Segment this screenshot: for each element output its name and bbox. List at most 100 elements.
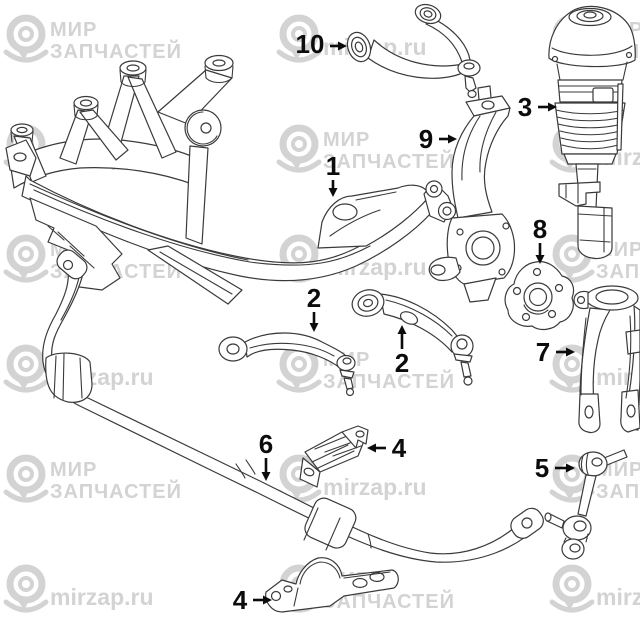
watermark-site-url: mirzap.ru	[323, 474, 427, 500]
callout-number: 2	[307, 283, 321, 313]
brand-logo-icon	[3, 49, 49, 63]
brand-logo-icon	[291, 246, 307, 262]
callout-number: 9	[419, 124, 433, 154]
callout-6: 6	[259, 429, 273, 481]
part-subframe	[5, 54, 457, 305]
brand-logo-icon	[16, 268, 30, 280]
brand-logo-icon	[16, 488, 30, 500]
part-stabilizer-link	[544, 449, 628, 560]
brand-logo-icon	[279, 124, 319, 164]
part-lower-control-arm	[351, 289, 474, 386]
callout-arrowhead-icon	[309, 323, 319, 332]
brand-logo-icon	[564, 356, 580, 372]
brand-logo-icon	[276, 49, 322, 63]
brand-logo-icon	[562, 268, 576, 280]
brand-logo-icon	[549, 599, 595, 613]
callout-layer: 1 2 2 3 4 4 5 6 7 8 9 10	[233, 29, 575, 615]
callout-number: 6	[259, 429, 273, 459]
watermark-url: mirzap.ru	[3, 564, 154, 613]
brand-logo-icon	[16, 378, 30, 390]
brand-logo-icon	[276, 159, 322, 173]
brand-logo-icon	[291, 26, 307, 42]
part-upper-control-arm	[346, 3, 481, 99]
part-hub	[504, 261, 575, 331]
brand-logo-icon	[291, 136, 307, 152]
part-knuckle	[428, 85, 516, 303]
callout-10: 10	[296, 29, 347, 59]
callout-arrowhead-icon	[338, 41, 347, 51]
brand-logo-icon	[3, 269, 49, 283]
watermark-site-url: mirzap.ru	[596, 584, 640, 610]
part-tension-strut	[218, 332, 356, 397]
watermark-brand-line2: ЗАПЧАСТЕЙ	[50, 39, 182, 63]
callout-number: 5	[535, 453, 549, 483]
callout-arrowhead-icon	[263, 595, 272, 605]
watermark-brand-line2: ЗАПЧАСТЕЙ	[596, 259, 640, 283]
brand-logo-icon	[6, 454, 46, 494]
brand-logo-icon	[562, 378, 576, 390]
part-clamp-bracket-lower	[265, 557, 399, 613]
brand-logo-icon	[3, 489, 49, 503]
part-strut-fork	[573, 285, 640, 434]
watermark-brand-line2: ЗАПЧАСТЕЙ	[323, 149, 455, 173]
callout-arrowhead-icon	[261, 472, 271, 481]
brand-logo-icon	[16, 598, 30, 610]
brand-logo-icon	[562, 598, 576, 610]
brand-logo-icon	[564, 246, 580, 262]
callout-arrowhead-icon	[448, 134, 457, 144]
callout-number: 1	[326, 151, 340, 181]
brand-logo-icon	[289, 48, 303, 60]
brand-logo-icon	[3, 599, 49, 613]
callout-arrowhead-icon	[367, 443, 376, 453]
callout-number: 3	[518, 92, 532, 122]
callout-number: 10	[296, 29, 325, 59]
watermark-url: mirzap.ru	[549, 564, 640, 613]
watermark-site-url: mirzap.ru	[50, 584, 154, 610]
part-stabilizer-bar	[42, 249, 544, 563]
brand-logo-icon	[289, 158, 303, 170]
watermark-brand-line2: ЗАПЧАСТЕЙ	[596, 479, 640, 503]
callout-arrowhead-icon	[566, 463, 575, 473]
brand-logo-icon	[562, 488, 576, 500]
callout-1: 1	[326, 151, 340, 197]
brand-logo-icon	[6, 14, 46, 54]
callout-arrowhead-icon	[328, 188, 338, 197]
brand-logo-icon	[18, 576, 34, 592]
callout-7: 7	[536, 337, 575, 367]
brand-logo-icon	[18, 466, 34, 482]
callout-number: 4	[392, 433, 407, 463]
callout-4: 4	[367, 433, 407, 463]
callout-4: 4	[233, 585, 272, 615]
watermark-brand-line1: МИР	[50, 459, 97, 481]
brand-logo-icon	[289, 378, 303, 390]
brand-logo-icon	[18, 26, 34, 42]
callout-2: 2	[307, 283, 321, 332]
watermark-brand-line1: МИР	[50, 19, 97, 41]
callout-arrowhead-icon	[535, 255, 545, 264]
diagram-line-art	[5, 3, 640, 613]
watermark-brand-line2: ЗАПЧАСТЕЙ	[50, 479, 182, 503]
callout-9: 9	[419, 124, 457, 154]
callout-arrowhead-icon	[548, 102, 557, 112]
brand-logo-icon	[18, 246, 34, 262]
brand-logo-icon	[16, 48, 30, 60]
callout-number: 7	[536, 337, 550, 367]
callout-2: 2	[395, 325, 409, 378]
callout-number: 8	[533, 214, 547, 244]
callout-8: 8	[533, 214, 547, 264]
brand-logo-icon	[3, 379, 49, 393]
watermark-brand-line1: МИР	[323, 129, 370, 151]
brand-logo-icon	[564, 576, 580, 592]
brand-logo-icon	[6, 234, 46, 274]
brand-logo-icon	[552, 564, 592, 604]
callout-arrowhead-icon	[566, 347, 575, 357]
part-clamp-bracket-upper	[299, 425, 369, 488]
watermark-url: mirzap.ru	[549, 344, 640, 393]
part-air-strut	[548, 5, 636, 260]
brand-logo-icon	[291, 356, 307, 372]
brand-logo-icon	[276, 379, 322, 393]
